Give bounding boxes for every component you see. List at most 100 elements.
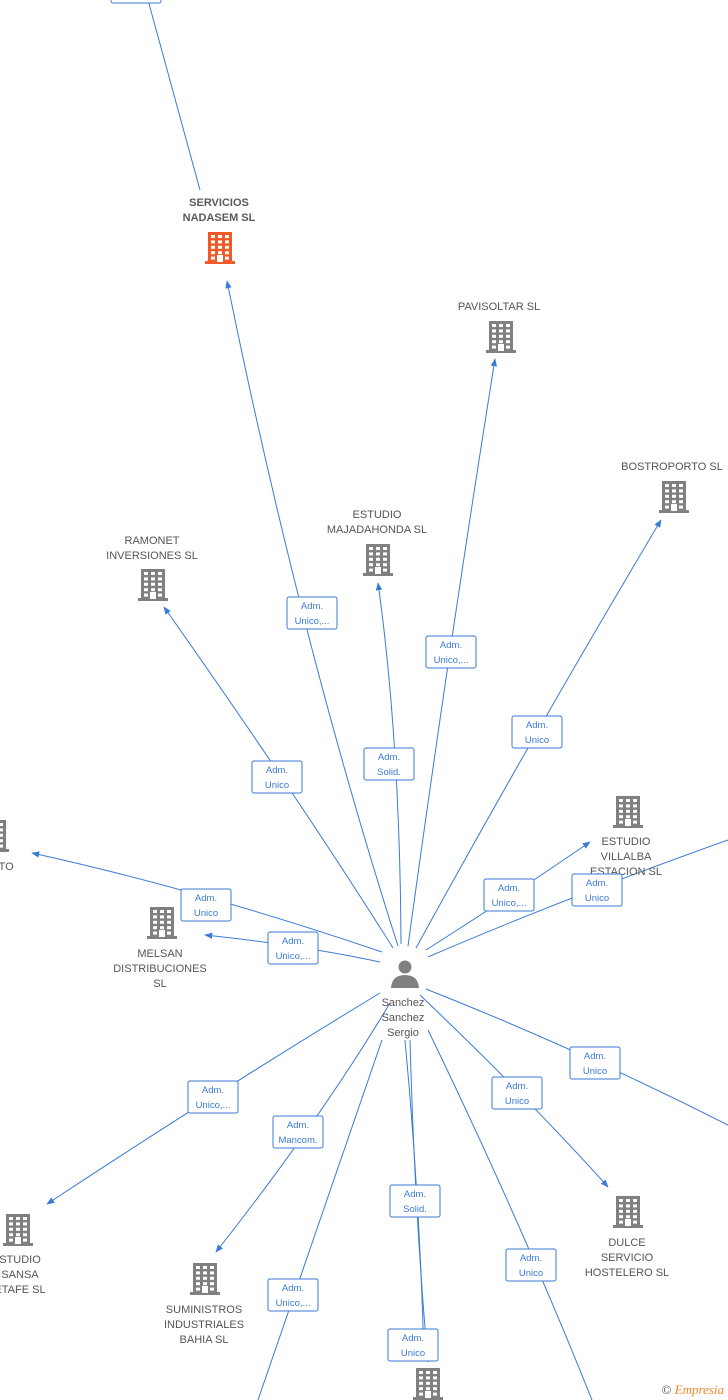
copyright-footer: © Empresia xyxy=(662,1382,725,1398)
relation-label[interactable]: Adm.Unico xyxy=(387,1328,439,1362)
relation-label-text: Unico xyxy=(585,893,609,904)
relation-label-text: Adm. xyxy=(287,1120,309,1131)
relation-label-text: Mancom. xyxy=(278,1135,317,1146)
relation-label-box xyxy=(505,1248,557,1282)
relation-label-text: Adm. xyxy=(520,1253,542,1264)
building-icon[interactable] xyxy=(363,544,393,576)
relation-label[interactable]: Adm. Solid. xyxy=(389,1184,441,1218)
company-label-villalba[interactable]: ESTUDIO xyxy=(602,836,651,848)
relation-label-text: Adm. xyxy=(526,720,548,731)
relation-label[interactable]: Adm.Unico xyxy=(511,715,563,749)
relation-label-text: Adm. xyxy=(404,1189,426,1200)
company-label-servicios[interactable]: NADASEM SL xyxy=(183,212,256,224)
relation-label-box xyxy=(286,596,338,630)
company-label-ramonet[interactable]: INVERSIONES SL xyxy=(106,550,198,562)
relation-label-text: Unico,... xyxy=(434,655,469,666)
person-label[interactable]: Sanchez xyxy=(382,997,425,1009)
relation-label[interactable]: Adm. Unico,... xyxy=(286,596,338,630)
relation-label-box xyxy=(180,888,232,922)
relation-label-text: Adm. xyxy=(378,752,400,763)
relation-label[interactable]: Adm.Unico xyxy=(180,888,232,922)
relation-label[interactable]: Adm.Unico xyxy=(505,1248,557,1282)
company-label-bostroporto[interactable]: BOSTROPORTO SL xyxy=(621,461,723,473)
relation-label[interactable]: Adm. Unico,... xyxy=(483,878,535,912)
company-label-melsan[interactable]: MELSAN xyxy=(137,948,182,960)
relation-label-box xyxy=(571,873,623,907)
relation-label-text: Adm. xyxy=(498,883,520,894)
relation-label-text: Adm. xyxy=(195,893,217,904)
company-label-miento[interactable]: IENTO xyxy=(0,861,14,873)
company-label-dulce[interactable]: DULCE xyxy=(608,1237,645,1249)
person-label[interactable]: Sergio xyxy=(387,1027,419,1039)
relation-label[interactable]: Adm.Solid. xyxy=(363,747,415,781)
person-label[interactable]: Sanchez xyxy=(382,1012,425,1024)
building-icon[interactable] xyxy=(486,321,516,353)
company-label-dulce[interactable]: SERVICIO xyxy=(601,1252,654,1264)
company-label-melsan[interactable]: SL xyxy=(153,978,166,990)
relation-label-text: Adm. xyxy=(440,640,462,651)
relation-label-box xyxy=(389,1184,441,1218)
relation-label-text: Unico xyxy=(505,1096,529,1107)
company-label-suministros[interactable]: SUMINISTROS xyxy=(166,1304,242,1316)
company-label-servicios[interactable]: SERVICIOS xyxy=(189,197,249,209)
relation-label-text: Adm. xyxy=(586,878,608,889)
relation-label[interactable]: Adm. Unico xyxy=(571,873,623,907)
relation-label[interactable]: Adm. Unico,... xyxy=(267,931,319,965)
building-icon[interactable] xyxy=(659,481,689,513)
building-icon[interactable] xyxy=(190,1263,220,1295)
company-label-melsan[interactable]: DISTRIBUCIONES xyxy=(113,963,207,975)
person-icon[interactable] xyxy=(391,960,419,989)
relation-label-text: Adm. xyxy=(584,1051,606,1062)
relation-label-box xyxy=(387,1328,439,1362)
company-label-dulce[interactable]: HOSTELERO SL xyxy=(585,1267,669,1279)
relation-label-text: Unico xyxy=(401,1348,425,1359)
relation-edge-bottom_left xyxy=(257,1039,383,1400)
relation-label-text: Adm. xyxy=(506,1081,528,1092)
relation-label-text: Adm. xyxy=(282,936,304,947)
brand-logo[interactable]: Empresia xyxy=(674,1382,724,1397)
relation-label-box xyxy=(363,747,415,781)
company-label-ramonet[interactable]: RAMONET xyxy=(125,535,180,547)
relation-label-box xyxy=(511,715,563,749)
relation-label[interactable]: Adm.Unico xyxy=(569,1046,621,1080)
relation-label-box xyxy=(425,635,477,669)
relation-label-text: Unico,... xyxy=(492,898,527,909)
relation-label-text: Unico,... xyxy=(276,951,311,962)
company-label-pavisoltar[interactable]: PAVISOLTAR SL xyxy=(458,301,540,313)
relation-label-box xyxy=(569,1046,621,1080)
building-icon[interactable] xyxy=(205,232,235,264)
relation-label-box xyxy=(267,931,319,965)
building-icon[interactable] xyxy=(147,907,177,939)
relation-label[interactable]: Adm.Unico xyxy=(251,760,303,794)
relation-label[interactable]: Mancom. xyxy=(110,0,162,4)
company-label-estudio_sansa[interactable]: SANSA xyxy=(1,1269,39,1281)
building-icon[interactable] xyxy=(613,1196,643,1228)
relation-label[interactable]: Adm.Unico,... xyxy=(267,1278,319,1312)
company-label-majadahonda[interactable]: MAJADAHONDA SL xyxy=(327,524,427,536)
relation-edge-top_offscreen xyxy=(147,0,201,191)
relation-label-box xyxy=(267,1278,319,1312)
relation-label-text: Unico,... xyxy=(295,616,330,627)
copyright-symbol: © xyxy=(661,1382,672,1397)
company-label-majadahonda[interactable]: ESTUDIO xyxy=(353,509,402,521)
company-label-estudio_sansa[interactable]: STUDIO xyxy=(0,1254,41,1266)
building-icon[interactable] xyxy=(0,820,9,852)
relation-edge-right_top xyxy=(427,839,728,958)
company-label-suministros[interactable]: INDUSTRIALES xyxy=(164,1319,244,1331)
relation-label[interactable]: Adm. Unico,... xyxy=(425,635,477,669)
building-icon[interactable] xyxy=(413,1368,443,1400)
relation-label-box xyxy=(110,0,162,4)
relation-label-text: Solid. xyxy=(403,1204,427,1215)
relation-label[interactable]: Adm.Unico,... xyxy=(187,1080,239,1114)
company-label-villalba[interactable]: VILLALBA xyxy=(601,851,652,863)
building-icon[interactable] xyxy=(613,796,643,828)
relation-label[interactable]: Adm. Mancom. xyxy=(272,1115,324,1149)
relation-label-box xyxy=(187,1080,239,1114)
company-label-estudio_sansa[interactable]: ETAFE SL xyxy=(0,1284,46,1296)
building-icon[interactable] xyxy=(138,569,168,601)
building-icon[interactable] xyxy=(3,1214,33,1246)
company-label-suministros[interactable]: BAHIA SL xyxy=(180,1334,229,1346)
relation-label-text: Adm. xyxy=(301,601,323,612)
relation-label[interactable]: Adm. Unico xyxy=(491,1076,543,1110)
